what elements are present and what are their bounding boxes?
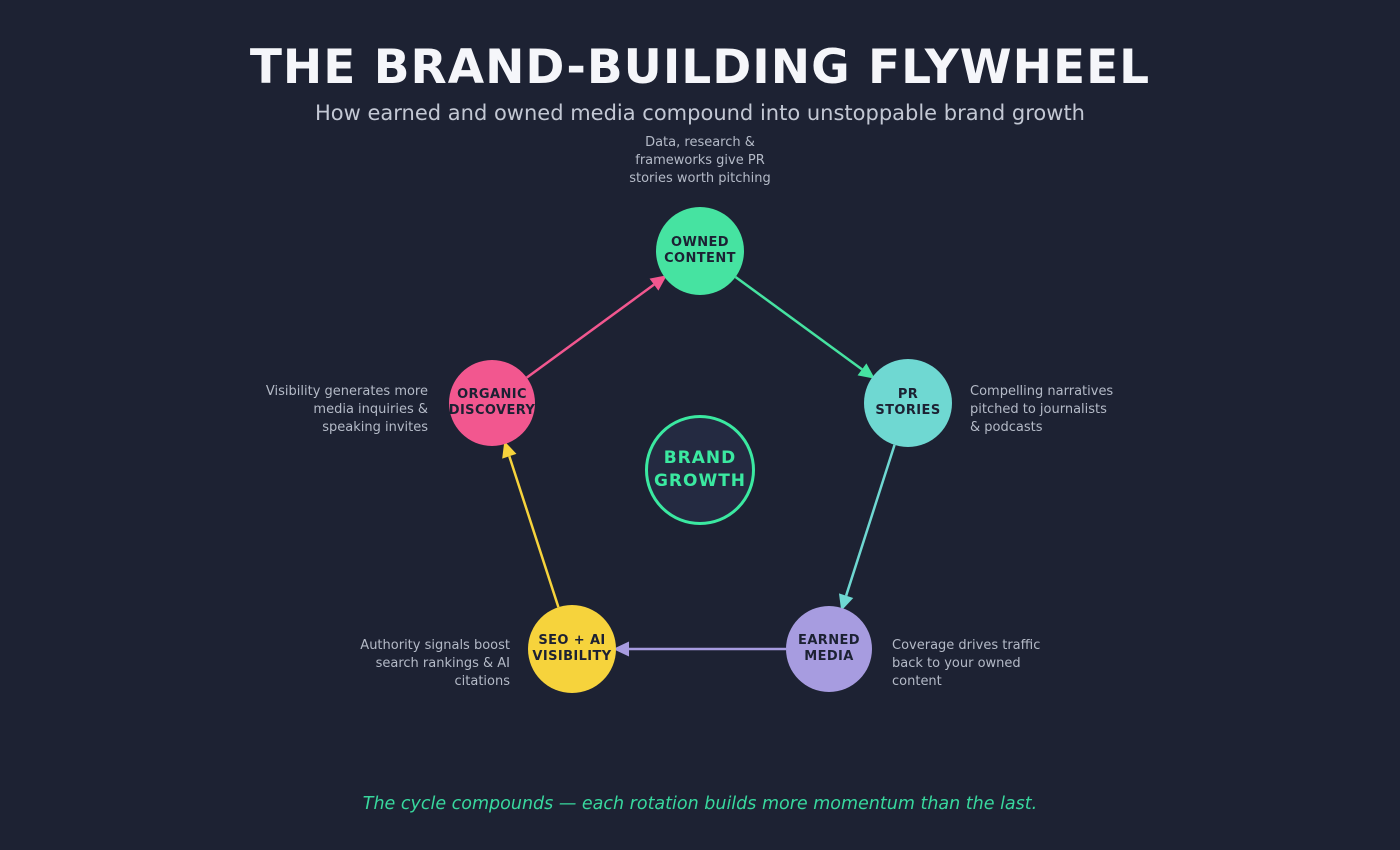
annotation-owned-content: Data, research & frameworks give PR stor… [629,135,771,186]
node-seo-ai-visibility-label: SEO + AI VISIBILITY [532,632,612,664]
node-earned-media-label: EARNED MEDIA [798,632,860,664]
node-seo-ai-visibility: SEO + AI VISIBILITY [528,605,616,693]
page-title: THE BRAND-BUILDING FLYWHEEL [249,40,1151,95]
annotation-seo-ai-visibility: Authority signals boost search rankings … [360,638,510,689]
footer-caption: The cycle compounds — each rotation buil… [362,794,1038,814]
node-owned-content: OWNED CONTENT [656,207,744,295]
annotation-organic-discovery: Visibility generates more media inquirie… [265,384,428,435]
annotation-earned-media: Coverage drives traffic back to your own… [892,638,1041,689]
node-brand-growth: BRAND GROWTH [645,415,755,525]
node-brand-growth-label: BRAND GROWTH [653,448,747,491]
node-organic-discovery-label: ORGANIC DISCOVERY [448,386,536,418]
node-pr-stories-label: PR STORIES [875,386,941,418]
page-subtitle: How earned and owned media compound into… [314,101,1085,125]
node-earned-media: EARNED MEDIA [786,606,872,692]
node-organic-discovery: ORGANIC DISCOVERY [449,360,535,446]
node-pr-stories: PR STORIES [864,359,952,447]
annotation-pr-stories: Compelling narratives pitched to journal… [970,384,1114,435]
node-owned-content-label: OWNED CONTENT [664,234,736,266]
